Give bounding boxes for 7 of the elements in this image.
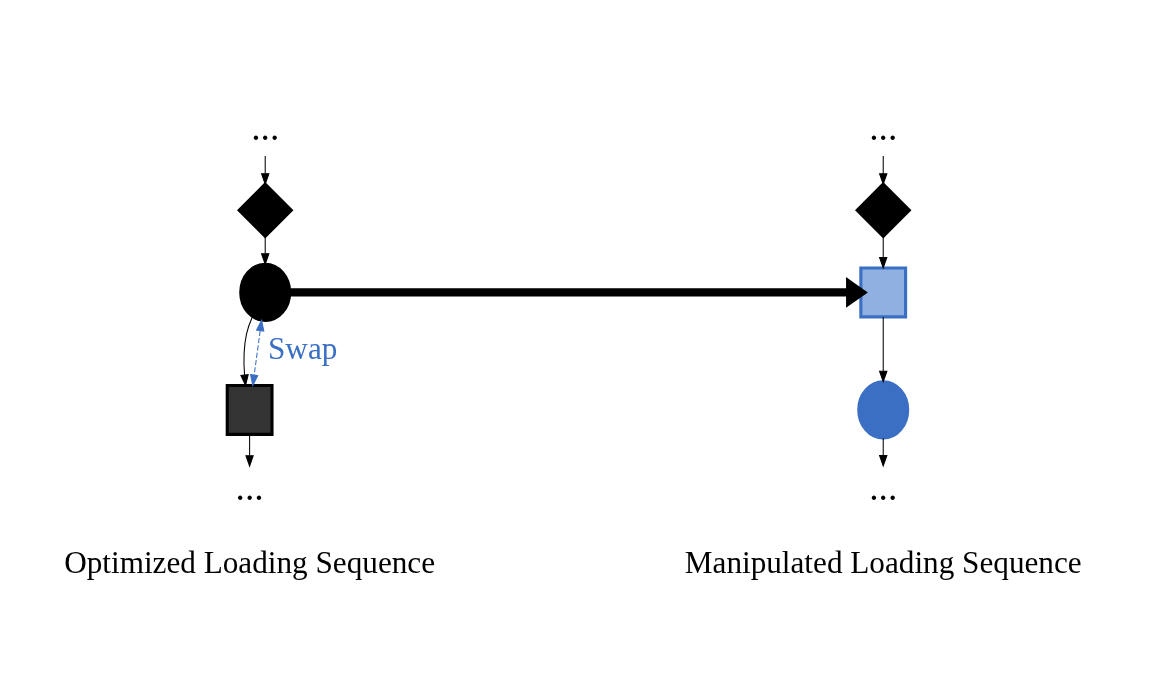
label: Manipulated Loading Sequence [684,544,1082,580]
node-text: ... [869,106,898,148]
label: Optimized Loading Sequence [64,544,436,580]
node-text: ... [235,466,264,508]
node-text: ... [251,106,280,148]
node-text: ... [869,466,898,508]
edge-label: Swap [268,330,338,366]
